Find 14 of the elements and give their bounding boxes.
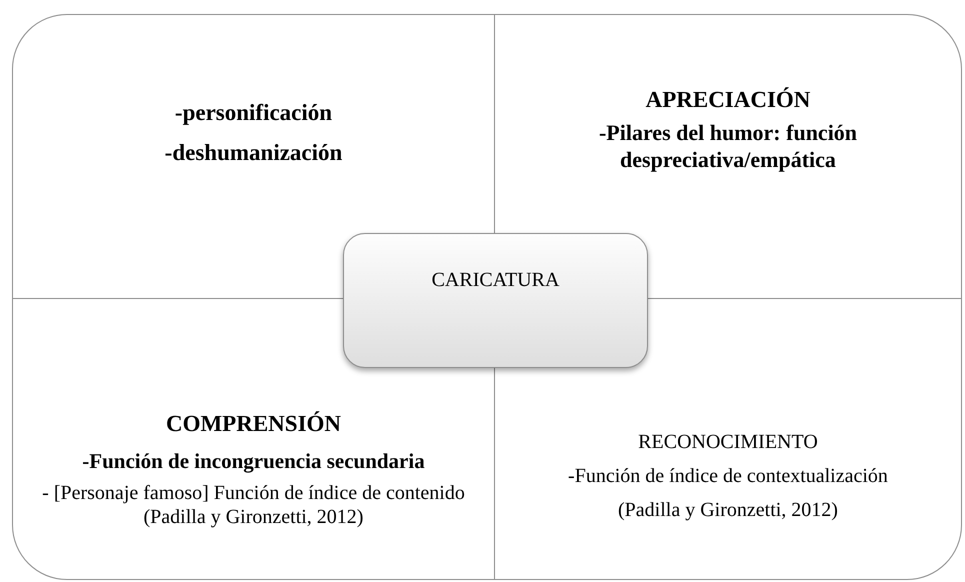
body-text: (Padilla y Gironzetti, 2012) <box>618 498 838 523</box>
heading-text: APRECIACIÓN <box>646 86 810 114</box>
body-text: -deshumanización <box>164 139 342 167</box>
body-text: CARICATURA <box>432 268 560 293</box>
body-text: -Función de índice de contextualización <box>568 464 888 489</box>
quadrant-panel <box>495 299 962 580</box>
body-text: - [Personaje famoso] Función de índice de contenido (Padilla y Gironzetti, 2012) <box>41 481 466 529</box>
body-text: -Función de incongruencia secundaria <box>82 448 425 475</box>
heading-text: COMPRENSIÓN <box>166 410 342 438</box>
body-text: -Pilares del humor: función despreciativa/empática <box>598 119 858 173</box>
heading-text: RECONOCIMIENTO <box>638 430 818 455</box>
center-box <box>343 233 648 368</box>
body-text: -personificación <box>174 99 332 127</box>
quadrant-panel <box>12 299 495 580</box>
